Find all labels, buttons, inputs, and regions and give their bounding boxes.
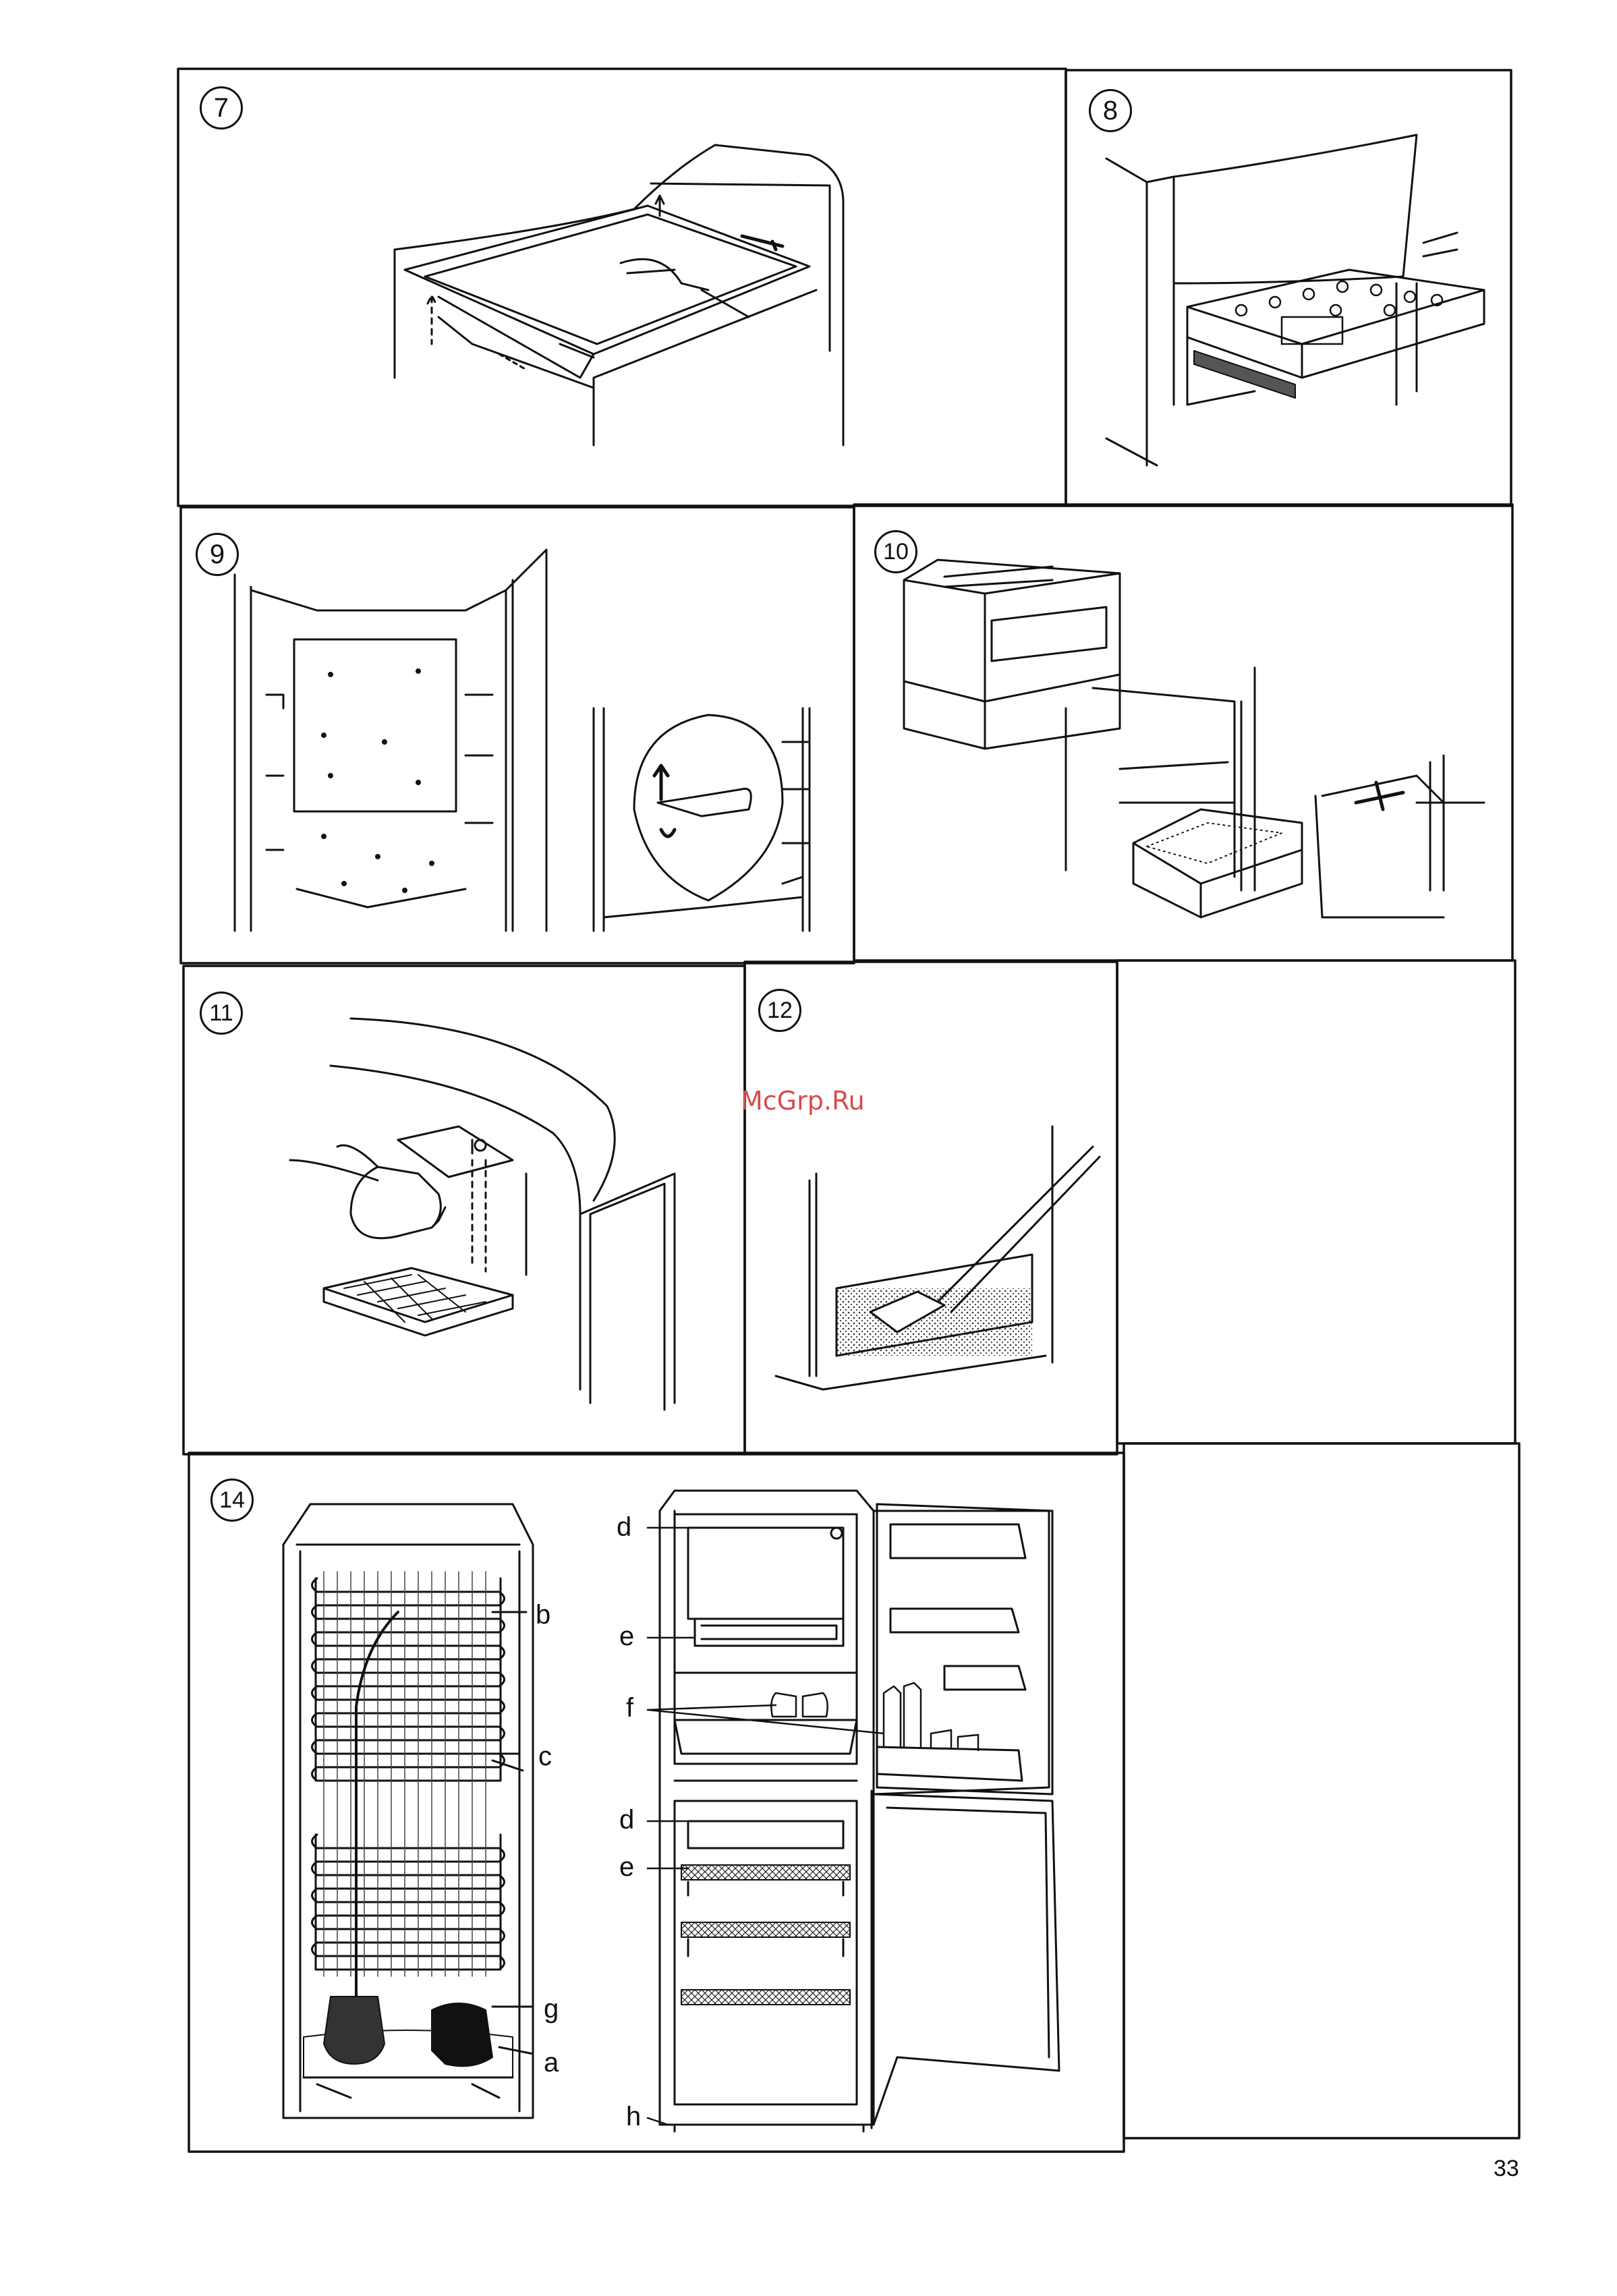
panel-number-7: 7	[200, 86, 243, 130]
page-number: 33	[1494, 2156, 1519, 2182]
label-e-fridge: e	[619, 1623, 634, 1650]
label-c-pipes: c	[538, 1743, 552, 1770]
panel-8-drawing	[1106, 135, 1484, 465]
panel-number-10: 10	[874, 530, 917, 573]
panel-12-drawing	[776, 1126, 1100, 1389]
label-e-freezer: e	[619, 1854, 634, 1881]
label-a-compressor: a	[544, 2049, 559, 2076]
panel-14-back-drawing	[283, 1504, 533, 2118]
label-d-freezer: d	[619, 1806, 634, 1833]
panel-9-drawing	[235, 550, 810, 931]
label-g-tray: g	[544, 1995, 559, 2022]
panel-number-11: 11	[200, 992, 243, 1035]
panel-number-8: 8	[1089, 89, 1132, 132]
label-f-shelves: f	[626, 1694, 633, 1721]
panel-number-12: 12	[758, 989, 801, 1032]
watermark-text: McGrp.Ru	[741, 1086, 865, 1116]
panel-10-drawing	[904, 560, 1484, 917]
panel-number-9: 9	[196, 533, 239, 576]
panel-14-front-drawing	[660, 1491, 1059, 2131]
label-d-fridge: d	[617, 1514, 631, 1541]
panel-7-drawing	[395, 145, 843, 445]
label-h-feet: h	[626, 2103, 641, 2130]
callout-lines	[648, 1528, 884, 2125]
panel-11-drawing	[290, 1018, 675, 1410]
panel-number-14: 14	[210, 1479, 254, 1522]
label-b-condenser: b	[536, 1601, 550, 1628]
